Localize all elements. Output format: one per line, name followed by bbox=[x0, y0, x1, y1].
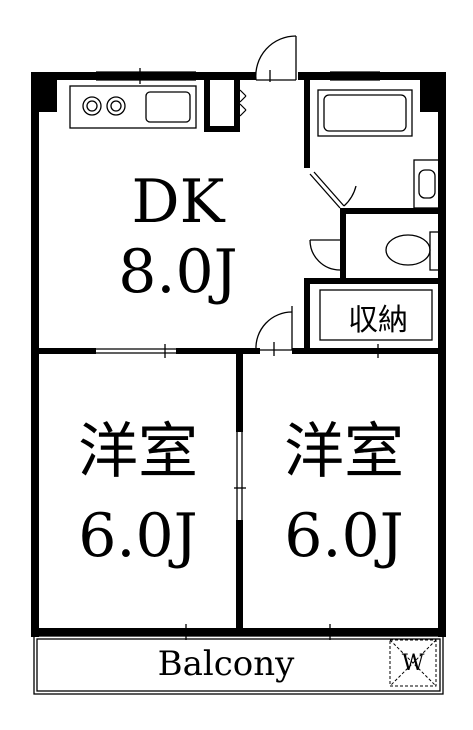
kitchen-counter bbox=[69, 85, 197, 129]
room2-name: 洋室 bbox=[284, 417, 404, 487]
closet-door bbox=[239, 89, 247, 117]
room1-name: 洋室 bbox=[78, 417, 198, 487]
interior-openings bbox=[74, 344, 438, 640]
dk-name: DK bbox=[132, 167, 226, 237]
room1-size: 6.0J bbox=[78, 501, 197, 571]
toilet-door bbox=[309, 239, 341, 271]
washer-label: W bbox=[402, 651, 425, 676]
bedroom-door bbox=[255, 306, 293, 356]
bathroom bbox=[317, 89, 441, 209]
storage-label: 収納 bbox=[348, 303, 408, 338]
toilet bbox=[385, 231, 443, 271]
washer-area bbox=[389, 639, 437, 687]
balcony-outline bbox=[33, 635, 444, 695]
entrance-door bbox=[255, 35, 297, 82]
top-windows bbox=[96, 68, 380, 84]
bathroom-door bbox=[309, 171, 357, 209]
dk-size: 8.0J bbox=[118, 237, 237, 307]
balcony-label: Balcony bbox=[158, 644, 296, 684]
interior-walls bbox=[31, 80, 446, 636]
room2-size: 6.0J bbox=[284, 501, 403, 571]
storage-box bbox=[319, 289, 433, 341]
